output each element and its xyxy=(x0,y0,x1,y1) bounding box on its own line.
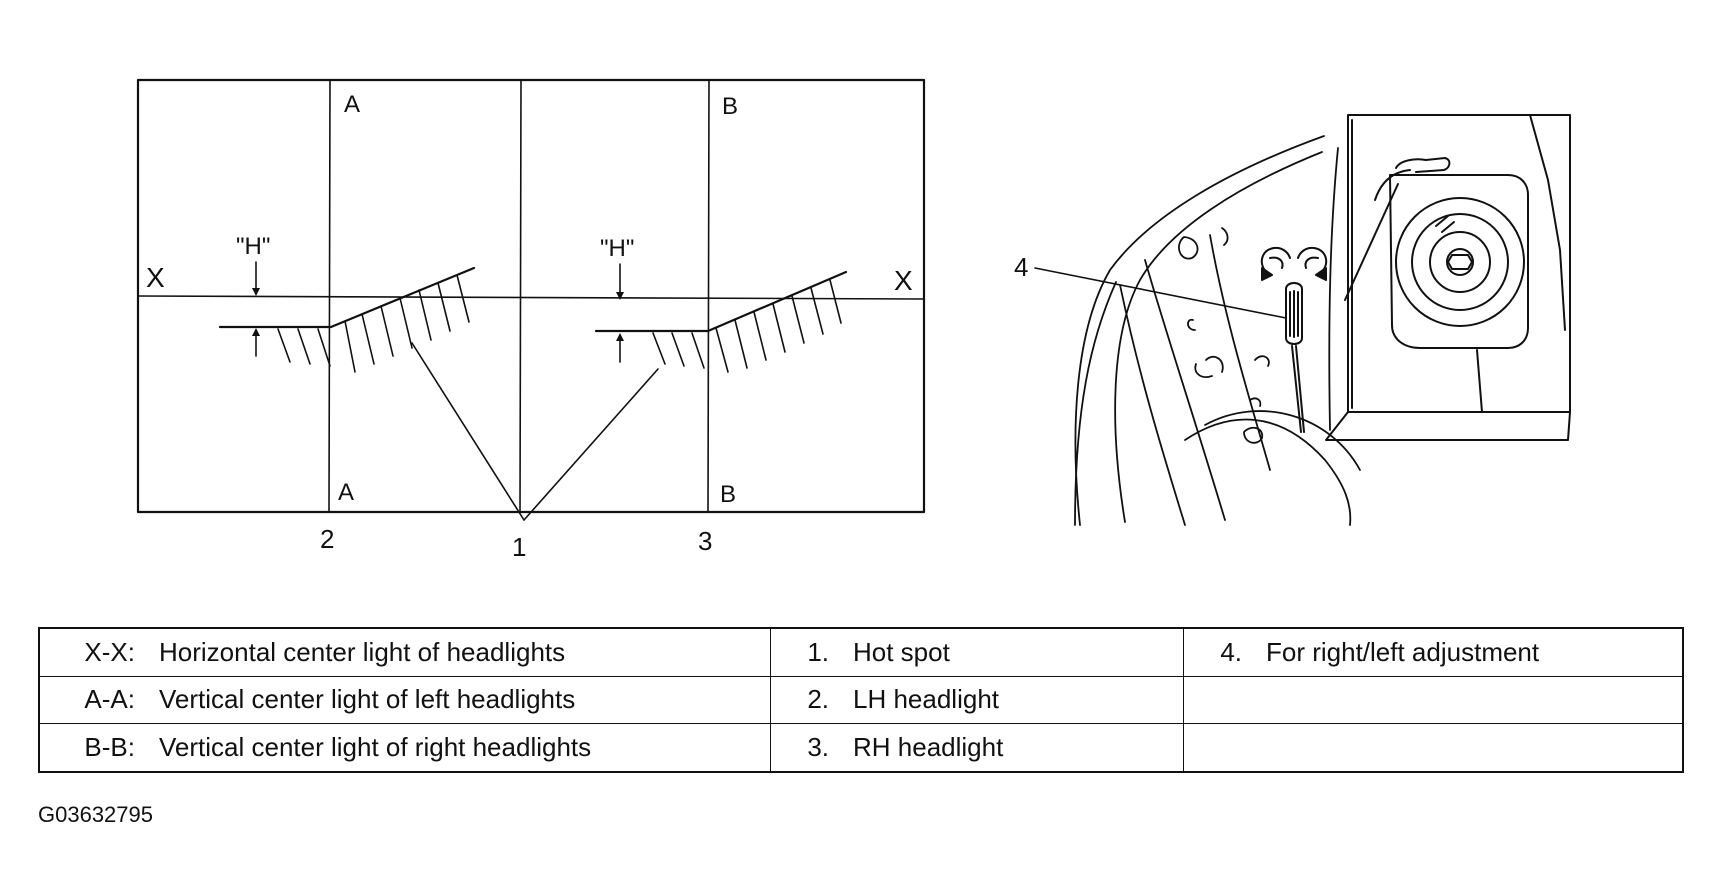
legend-key: 3. xyxy=(807,732,829,763)
vertical-center-line xyxy=(519,79,522,513)
legend-cell: B-B: Vertical center light of right headl… xyxy=(38,723,771,773)
legend-cell: A-A: Vertical center light of left headli… xyxy=(38,675,771,725)
legend-cell: X-X: Horizontal center light of headlight… xyxy=(38,627,771,677)
legend-text: Hot spot xyxy=(853,636,950,667)
legend-cell: 1. Hot spot xyxy=(770,627,1184,677)
legend-row: B-B: Vertical center light of right headl… xyxy=(38,723,1684,773)
aiming-screen: X X A A B B "H" xyxy=(136,78,926,562)
line-a-top-label: A xyxy=(344,91,360,118)
legend-cell xyxy=(1183,723,1684,773)
headlight-housing xyxy=(1325,114,1571,441)
legend-cell: 3. RH headlight xyxy=(770,723,1184,773)
callout-3: 3 xyxy=(698,526,712,556)
horizontal-center-line-x xyxy=(137,295,925,300)
legend-key: A-A: xyxy=(84,684,135,715)
legend-key: 1. xyxy=(807,636,829,667)
legend-text: Vertical center light of left headlights xyxy=(159,684,576,715)
axis-x-left-label: X xyxy=(146,262,165,293)
lh-beam-pattern xyxy=(218,266,476,373)
line-b-bottom-label: B xyxy=(720,481,736,508)
legend-text: Horizontal center light of headlights xyxy=(159,636,566,667)
legend-row: A-A: Vertical center light of left headli… xyxy=(38,675,1684,725)
legend-key: 2. xyxy=(807,684,829,715)
figure-id: G03632795 xyxy=(38,802,153,827)
callout-2: 2 xyxy=(320,524,334,554)
legend-row: X-X: Horizontal center light of headlight… xyxy=(38,627,1684,677)
legend-cell: 2. LH headlight xyxy=(770,675,1184,725)
fender-body xyxy=(1074,135,1361,526)
legend-key: 4. xyxy=(1220,636,1242,667)
height-marker-right: "H" xyxy=(600,235,634,363)
rotation-arrows-icon xyxy=(1260,246,1328,281)
height-right-label: "H" xyxy=(600,235,634,262)
callout-1: 1 xyxy=(512,532,526,562)
legend-table: X-X: Horizontal center light of headlight… xyxy=(38,627,1684,773)
screwdriver xyxy=(1285,282,1305,433)
callout-4: 4 xyxy=(1014,252,1028,282)
vertical-line-a xyxy=(328,79,331,513)
hot-spot-leader-lines xyxy=(411,342,659,521)
rh-beam-pattern xyxy=(594,270,848,373)
legend-text: LH headlight xyxy=(853,684,999,715)
height-left-label: "H" xyxy=(236,233,270,260)
line-b-top-label: B xyxy=(722,93,738,120)
legend-text: For right/left adjustment xyxy=(1266,636,1540,667)
line-a-bottom-label: A xyxy=(338,479,354,506)
axis-x-right-label: X xyxy=(894,265,913,296)
bulb-socket-outer xyxy=(1395,197,1525,327)
legend-text: Vertical center light of right headlight… xyxy=(159,732,592,763)
legend-key: X-X: xyxy=(84,636,135,667)
legend-text: RH headlight xyxy=(853,732,1004,763)
callout-4-leader xyxy=(1034,267,1287,319)
legend-cell: 4. For right/left adjustment xyxy=(1183,627,1684,677)
height-marker-left: "H" xyxy=(236,233,270,357)
headlight-adjuster-illustration: 4 xyxy=(1014,114,1571,526)
legend-cell xyxy=(1183,675,1684,725)
legend-key: B-B: xyxy=(84,732,135,763)
vertical-line-b xyxy=(707,79,710,513)
